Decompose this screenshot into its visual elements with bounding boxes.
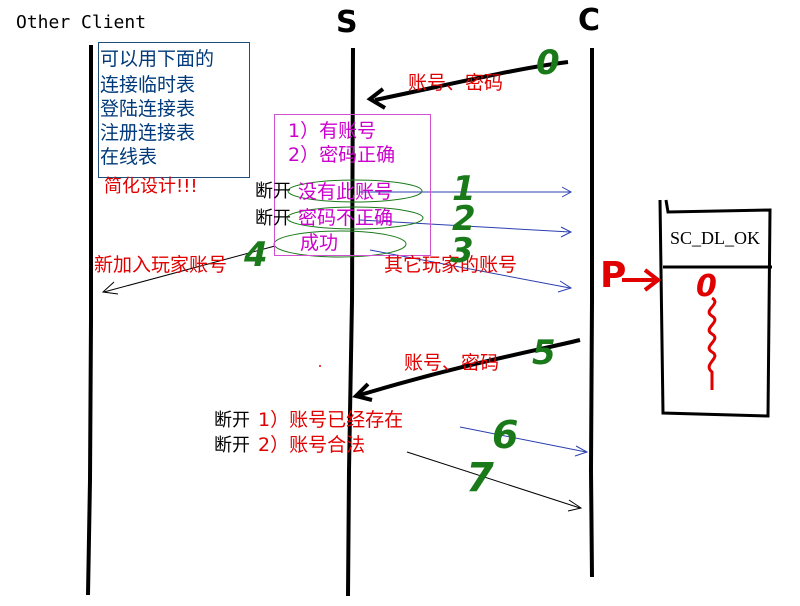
success-arrow bbox=[369, 249, 571, 289]
legal-arrowhead bbox=[567, 499, 583, 512]
condition-line-1: 1）有账号 bbox=[288, 120, 377, 142]
legal-label: 2）账号合法 bbox=[258, 434, 366, 456]
step-number-6: 6 bbox=[492, 413, 519, 457]
new-player-arrowhead bbox=[101, 281, 119, 295]
simplify-note: 简化设计!!! bbox=[104, 176, 198, 197]
note-line-1: 可以用下面的 bbox=[100, 48, 215, 70]
condition-box bbox=[274, 114, 431, 256]
already-exists-arrowhead bbox=[574, 445, 589, 457]
client-label: C bbox=[578, 3, 601, 38]
stray-dot bbox=[319, 365, 321, 367]
no-account-ellipse bbox=[287, 179, 423, 203]
disconnect-label-2: 断开 bbox=[255, 208, 291, 229]
success-arrowhead bbox=[557, 280, 573, 293]
note-box-blue bbox=[98, 42, 250, 178]
wrong-password-label: 密码不正确 bbox=[298, 207, 394, 229]
state-squiggle bbox=[707, 296, 717, 390]
login-arrow bbox=[374, 60, 569, 102]
other-client-label: Other Client bbox=[16, 12, 147, 33]
step-number-4: 4 bbox=[244, 235, 268, 275]
wrong-password-arrow bbox=[359, 219, 571, 233]
new-player-arrow bbox=[103, 245, 276, 293]
client-lifeline bbox=[588, 48, 594, 578]
legal-arrow bbox=[406, 451, 581, 509]
server-label: S bbox=[336, 5, 358, 40]
other-client-lifeline bbox=[86, 45, 93, 596]
step-number-2: 2 bbox=[452, 199, 476, 239]
register-arrow bbox=[359, 338, 581, 397]
server-lifeline bbox=[346, 47, 355, 597]
already-exists-label: 1）账号已经存在 bbox=[258, 409, 404, 431]
success-label: 成功 bbox=[300, 232, 339, 254]
step-number-0: 0 bbox=[536, 43, 560, 83]
no-account-label: 没有此账号 bbox=[298, 181, 394, 203]
register-disconnect-label-1: 断开 bbox=[214, 410, 250, 431]
already-exists-arrow bbox=[459, 426, 587, 453]
login-message: 账号、密码 bbox=[408, 72, 504, 94]
note-line-5: 在线表 bbox=[100, 146, 158, 168]
other-accounts-label: 其它玩家的账号 bbox=[384, 254, 518, 276]
state-value: 0 bbox=[696, 269, 717, 304]
client-state-title: SC_DL_OK bbox=[670, 228, 761, 248]
note-line-4: 注册连接表 bbox=[100, 122, 196, 144]
client-state-box bbox=[658, 199, 772, 418]
login-arrowhead bbox=[366, 87, 387, 110]
new-player-label: 新加入玩家账号 bbox=[94, 254, 228, 276]
step-number-3: 3 bbox=[450, 231, 474, 271]
note-line-2: 连接临时表 bbox=[100, 74, 196, 96]
register-disconnect-label-2: 断开 bbox=[214, 435, 250, 456]
p-label: P bbox=[600, 255, 627, 296]
step-number-1: 1 bbox=[452, 169, 476, 209]
condition-line-2: 2）密码正确 bbox=[288, 144, 396, 166]
step-number-7: 7 bbox=[466, 455, 494, 501]
no-account-arrowhead bbox=[561, 186, 573, 198]
register-arrowhead bbox=[352, 382, 373, 402]
p-arrowhead bbox=[643, 268, 662, 292]
step-number-5: 5 bbox=[532, 333, 556, 373]
register-message: 账号、密码 bbox=[404, 352, 500, 374]
wrong-password-arrowhead bbox=[560, 226, 573, 238]
wrong-password-ellipse bbox=[286, 206, 424, 230]
note-line-3: 登陆连接表 bbox=[100, 98, 196, 120]
disconnect-label-1: 断开 bbox=[255, 181, 291, 202]
